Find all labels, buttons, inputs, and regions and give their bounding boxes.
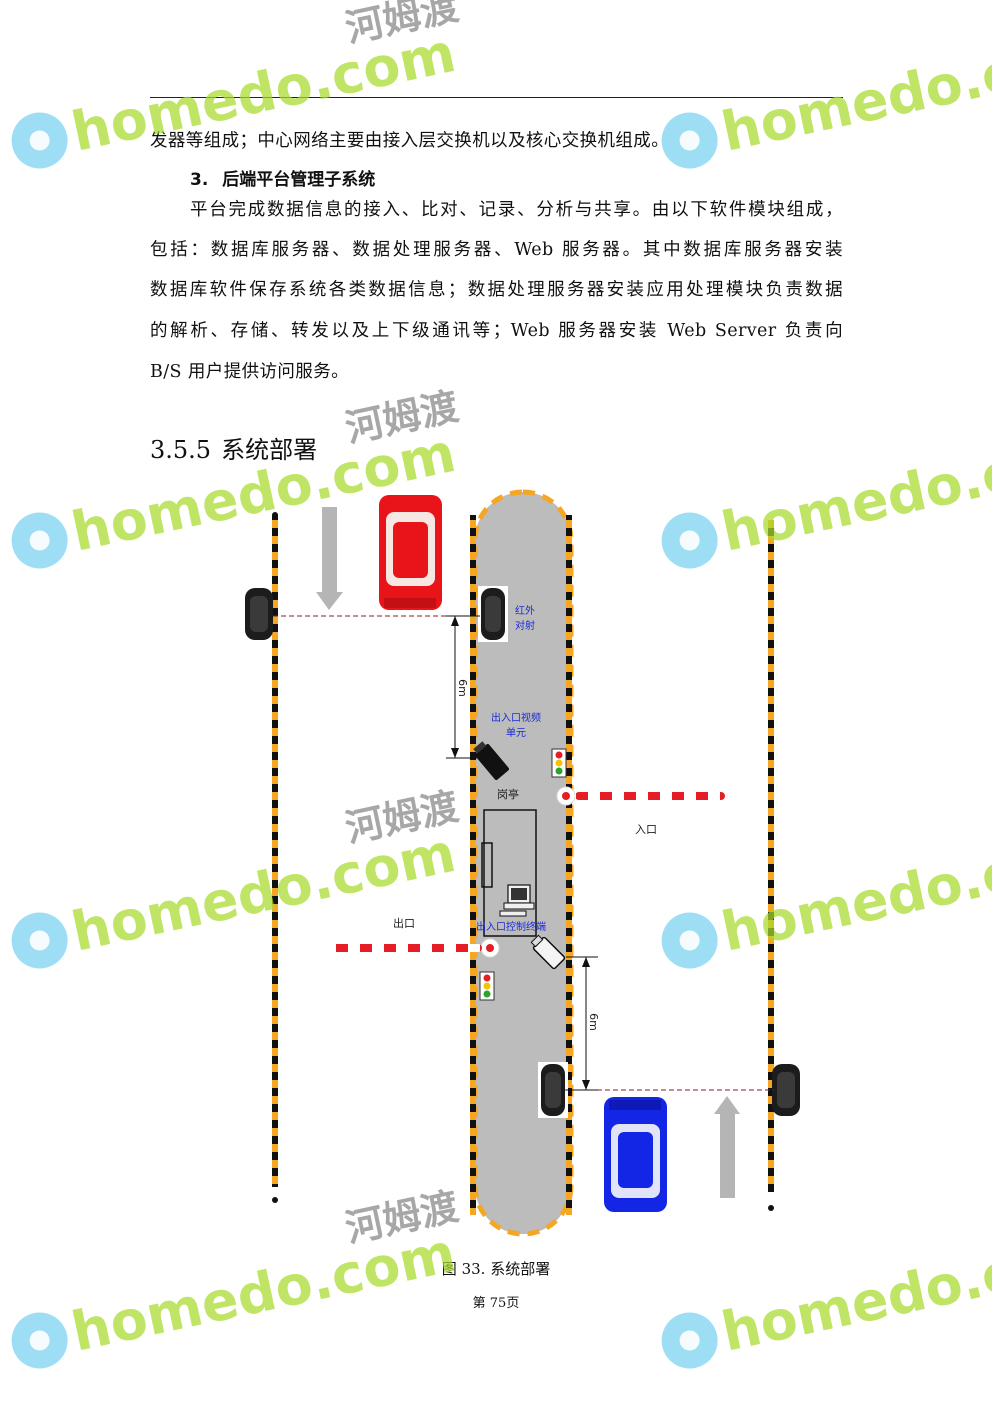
watermark-brand: homedo.com [716,1221,992,1364]
section-title: 系统部署 [221,436,318,464]
video-unit-label: 单元 [506,727,526,739]
watermark-logo-icon: homedo.com [661,1221,992,1369]
booth [483,809,537,937]
camera-icon [530,934,566,970]
watermark-brand: homedo.com [66,421,461,564]
paragraph-line: 数据库软件保存系统各类数据信息；数据处理服务器安装应用处理模块负责数据 [150,280,843,300]
island-right-curb [566,515,572,1215]
control-terminal-label: 出入口控制终端 [476,920,546,933]
ir-beam-label: 对射 [515,619,535,632]
ir-sensor-icon [245,588,273,640]
watermark-logo-icon: homedo.com [661,21,992,169]
watermark-brand: homedo.com [66,821,461,964]
subsection-title: 后端平台管理子系统 [222,170,376,190]
exit-label: 出口 [393,916,415,930]
watermark-logo-icon: homedo.com 河姆渡 [11,1184,462,1369]
paragraph-line: 包括：数据库服务器、数据处理服务器、Web 服务器。其中数据库服务器安装 [150,240,843,260]
paragraph-line: 发器等组成；中心网络主要由接入层交换机以及核心交换机组成。 [150,131,670,151]
camera-icon [473,741,510,780]
island-border [472,489,574,1237]
subsection-number: 3. [190,170,209,190]
blue-car-icon [604,1097,667,1212]
watermark-logo-icon: homedo.com 河姆渡 [11,0,462,169]
watermark-logo-icon: homedo.com [661,421,992,569]
distance-label-bottom: 6m [587,1013,600,1031]
exit-barrier [330,938,500,958]
island-left-curb [470,515,476,1215]
watermark-brand: homedo.com [66,1221,461,1364]
ir-sensor-icon [772,1064,800,1116]
down-arrow-icon [316,507,343,610]
ir-sensor-icon [538,1062,568,1118]
video-unit-label: 出入口视频 [491,711,541,724]
watermark-logo-icon: homedo.com 河姆渡 [11,384,462,569]
page-number: 第 75页 [472,1296,520,1311]
ir-beam-label: 红外 [515,604,535,617]
booth-door [481,842,493,888]
figure-caption: 图 33. 系统部署 [441,1260,551,1278]
entrance-barrier [556,786,725,806]
traffic-light-icon [479,971,495,1001]
computer-icon [499,884,535,917]
entrance-label: 入口 [635,823,657,836]
watermark-brand: homedo.com [716,421,992,564]
left-curb [272,515,278,1187]
distance-label-top: 6m [456,679,469,697]
watermark-brand: homedo.com [66,21,461,164]
red-car-icon [379,495,442,610]
right-curb [768,520,774,1192]
watermark-logo-icon: homedo.com 河姆渡 [11,784,462,969]
paragraph-line: B/S 用户提供访问服务。 [150,362,350,382]
watermark-brand: homedo.com [716,21,992,164]
watermark-brand: homedo.com [716,821,992,964]
up-arrow-icon [714,1096,740,1198]
paragraph-line: 平台完成数据信息的接入、比对、记录、分析与共享。由以下软件模块组成， [190,200,843,220]
center-island [475,492,571,1234]
section-number: 3.5.5 [150,436,212,464]
distance-marker-bottom [566,956,598,1091]
header-rule [150,97,843,98]
distance-marker-top [446,615,480,759]
ir-sensor-icon [478,586,508,642]
watermark-logo-icon: homedo.com [661,821,992,969]
booth-label: 岗亭 [497,787,519,801]
section-heading: 3.5.5 系统部署 [150,430,317,465]
paragraph-line: 的解析、存储、转发以及上下级通讯等；Web 服务器安装 Web Server 负… [150,321,843,341]
subsection-heading: 3. 后端平台管理子系统 [190,165,375,190]
traffic-light-icon [551,748,567,778]
